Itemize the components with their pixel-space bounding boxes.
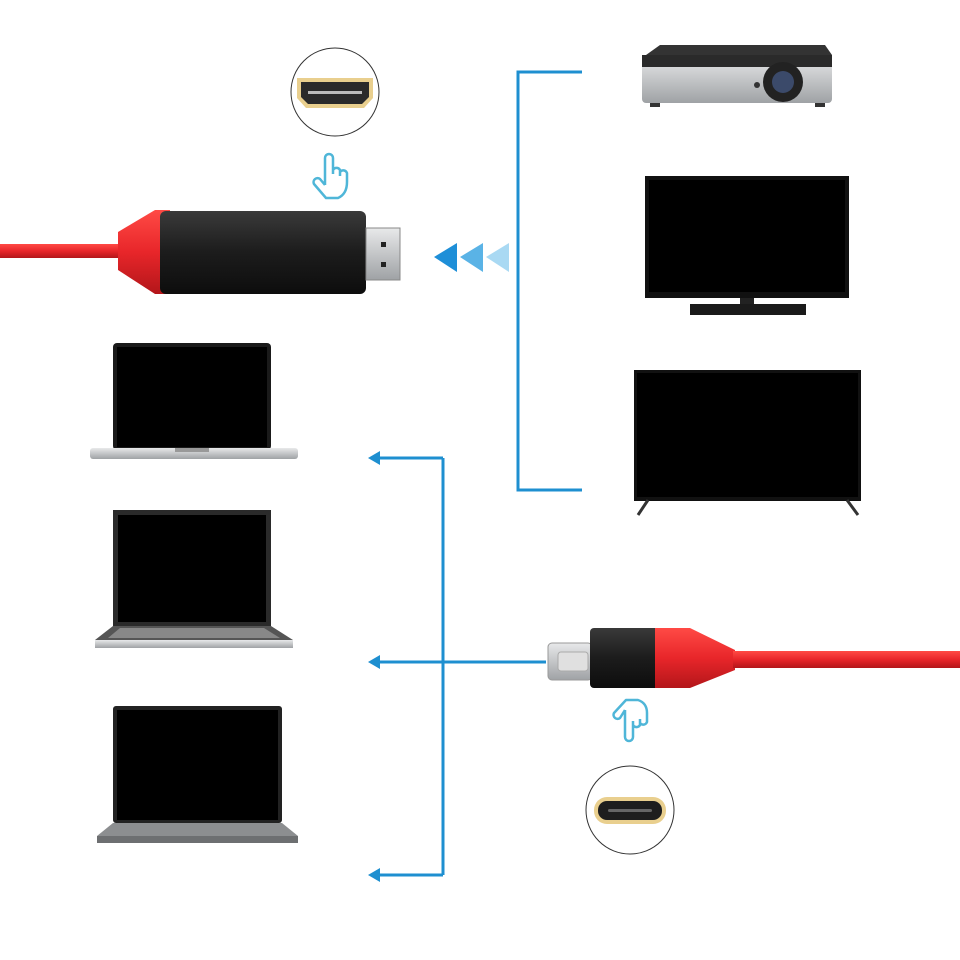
hdmi-port-icon (290, 47, 380, 137)
flat-tv-with-stand (645, 176, 849, 315)
usb-c-cable (547, 628, 960, 688)
laptop-slim (97, 706, 298, 843)
flat-tv-with-legs (634, 370, 861, 516)
source-arrowheads (368, 451, 380, 882)
pointing-hand-up-icon (312, 152, 349, 200)
pointing-hand-down-icon (612, 698, 649, 743)
output-connector-lines (516, 70, 582, 492)
laptop-silver (90, 343, 298, 459)
triple-left-arrow-icon (434, 243, 509, 272)
laptop-dark (95, 510, 293, 648)
projector (642, 45, 832, 107)
source-connector-lines (374, 456, 546, 877)
hdmi-cable (0, 210, 401, 294)
usb-c-port-icon (585, 765, 675, 855)
